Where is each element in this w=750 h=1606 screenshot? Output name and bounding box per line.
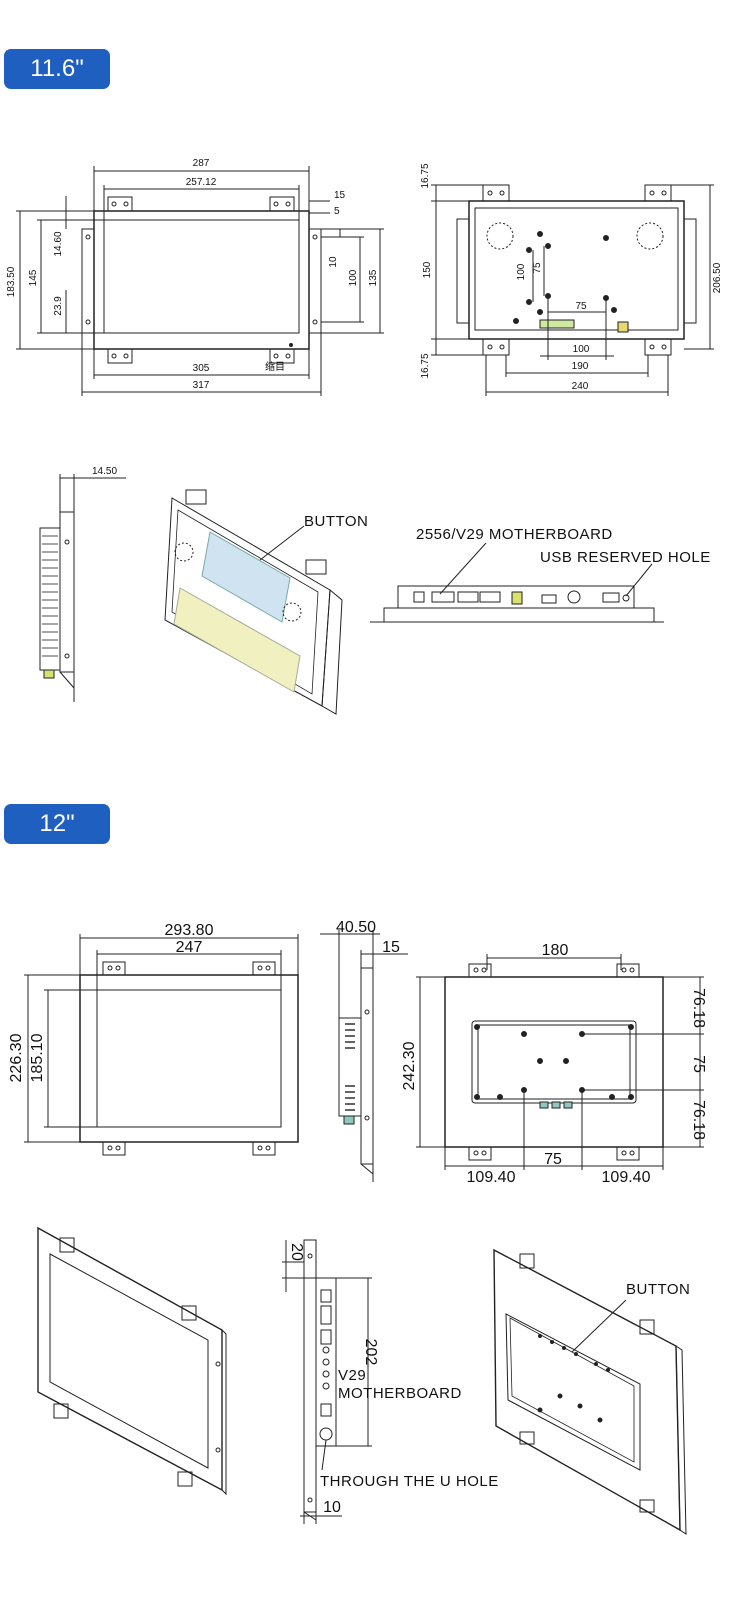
s1-dim-183: 183.50: [6, 266, 17, 297]
s2-dim-22630: 226.30: [8, 1033, 25, 1082]
s2-side-view: [320, 930, 408, 1182]
s1-back-dim-240: 240: [572, 381, 589, 392]
s2-back-dim-7618a: 76.18: [690, 988, 707, 1028]
s2-label-button: BUTTON: [626, 1281, 690, 1298]
s1-dim-145: 145: [28, 269, 39, 286]
s2-label-uhole: THROUGH THE U HOLE: [320, 1473, 499, 1490]
s2-back-dim-7618b: 76.18: [690, 1100, 707, 1140]
s1-back-dim-100h: 100: [573, 344, 590, 355]
s1-iso-view: [164, 489, 343, 715]
s2-side-dim-15: 15: [382, 939, 400, 956]
s2-iso-front: [37, 1226, 227, 1496]
s2-label-v29: V29: [338, 1367, 366, 1384]
section-badge-11-6: 11.6": [4, 49, 110, 89]
s1-front-mark: 缩目: [265, 360, 285, 373]
s1-back-view: [431, 184, 714, 396]
s1-side-view: [39, 474, 126, 702]
s1-dim-239: 23.9: [53, 296, 64, 316]
s1-dim-5: 5: [334, 206, 340, 217]
s1-dim-317: 317: [193, 380, 210, 391]
s1-dim-257: 257.12: [186, 177, 217, 188]
s2-side2-dim-202: 202: [362, 1339, 379, 1366]
s2-back-dim-10940b: 109.40: [602, 1169, 651, 1186]
s2-side2-dim-20: 20: [288, 1243, 305, 1261]
s1-back-dim-75v: 75: [532, 262, 543, 274]
s1-label-button: BUTTON: [304, 513, 368, 530]
s1-back-dim-100v: 100: [516, 263, 527, 280]
s2-label-motherboard: MOTHERBOARD: [338, 1385, 462, 1402]
s2-dim-18510: 185.10: [29, 1033, 46, 1082]
s2-iso-back: [493, 1248, 687, 1535]
s1-dim-135: 135: [368, 269, 379, 286]
s2-back-dim-180: 180: [542, 942, 569, 959]
s1-dim-287: 287: [193, 158, 210, 169]
s1-label-motherboard: 2556/V29 MOTHERBOARD: [416, 526, 613, 543]
s2-back-dim-75v: 75: [690, 1055, 707, 1073]
s1-back-dim-190: 190: [572, 361, 589, 372]
s2-dim-29380: 293.80: [165, 922, 214, 939]
section-badge-12: 12": [4, 804, 110, 844]
s1-dim-10: 10: [328, 256, 339, 268]
s1-bottom-view: [370, 542, 664, 623]
s2-dim-247: 247: [176, 939, 203, 956]
s1-back-dim-1675a: 16.75: [420, 163, 431, 188]
s1-dim-15: 15: [334, 190, 346, 201]
s2-front-view: [24, 934, 299, 1156]
s2-side2-dim-10: 10: [323, 1499, 341, 1516]
s2-side-view2: [282, 1239, 372, 1524]
s2-back-dim-75h: 75: [544, 1151, 562, 1168]
s2-back-dim-10940a: 109.40: [467, 1169, 516, 1186]
s1-dim-1460: 14.60: [53, 231, 64, 256]
s1-dim-100: 100: [348, 269, 359, 286]
s2-back-view: [416, 954, 704, 1170]
s1-back-dim-150: 150: [422, 261, 433, 278]
s1-label-usb: USB RESERVED HOLE: [540, 549, 711, 566]
s1-back-dim-1675b: 16.75: [420, 353, 431, 378]
s2-side-dim-4050: 40.50: [336, 919, 376, 936]
s1-dim-305: 305: [193, 363, 210, 374]
s1-back-dim-75h: 75: [575, 301, 587, 312]
s1-back-dim-206: 206.50: [712, 262, 723, 293]
s2-back-dim-24230: 242.30: [401, 1041, 418, 1090]
s1-side-dim-1450: 14.50: [92, 466, 117, 477]
s1-front-view: [16, 166, 384, 396]
